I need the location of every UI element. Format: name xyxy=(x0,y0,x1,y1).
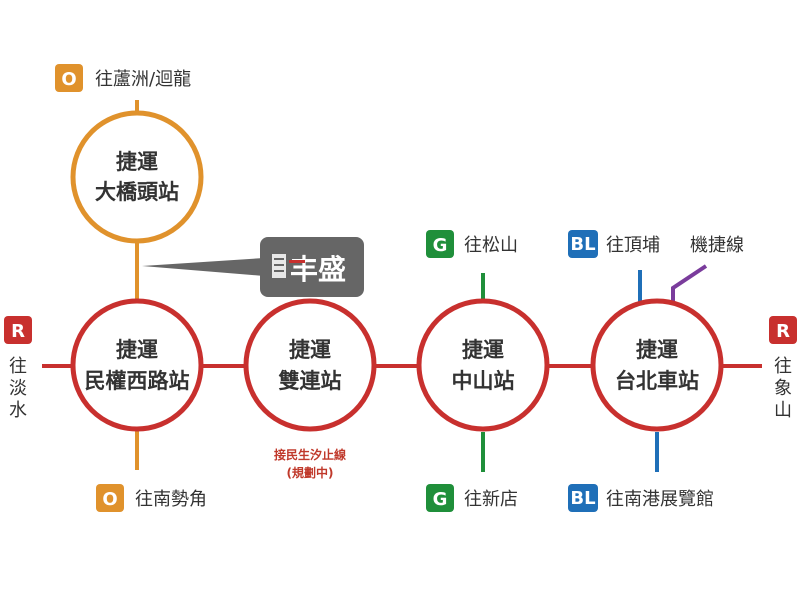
direction-orange-bottom-label: 往南勢角 xyxy=(135,489,207,510)
station-shuanglian-line2: 雙連站 xyxy=(279,369,342,393)
direction-red-left[interactable]: R 往 淡 水 xyxy=(4,316,32,421)
direction-red-left-char3: 水 xyxy=(9,400,27,421)
landmark-name: 丰盛 xyxy=(290,253,346,286)
station-minquan[interactable]: 捷運 民權西路站 xyxy=(70,298,204,432)
direction-red-right-char1: 往 xyxy=(774,356,792,377)
note-line2: (規劃中) xyxy=(287,465,334,480)
direction-blue-bottom-label: 往南港展覽館 xyxy=(606,489,714,510)
blue-badge-icon: BL xyxy=(570,488,595,509)
orange-badge-icon: O xyxy=(102,489,117,510)
direction-red-left-char1: 往 xyxy=(9,356,27,377)
hotel-logo-icon xyxy=(272,254,286,278)
station-zhongshan-line1: 捷運 xyxy=(462,338,504,362)
direction-green-top[interactable]: G 往松山 xyxy=(426,230,518,258)
station-daqiaotou[interactable]: 捷運 大橋頭站 xyxy=(70,110,204,244)
direction-green-bottom[interactable]: G 往新店 xyxy=(426,484,518,512)
direction-blue-top-label: 往頂埔 xyxy=(606,235,660,256)
station-taipei-main-line2: 台北車站 xyxy=(615,369,699,393)
direction-red-right-char3: 山 xyxy=(774,400,792,421)
direction-red-right-char2: 象 xyxy=(774,378,792,399)
direction-orange-top-label: 往蘆洲/迴龍 xyxy=(95,69,191,90)
airport-line xyxy=(671,264,708,303)
note-line1: 接民生汐止線 xyxy=(274,447,346,462)
airport-line-label[interactable]: 機捷線 xyxy=(690,235,744,256)
direction-green-bottom-label: 往新店 xyxy=(464,489,518,510)
station-minquan-line1: 捷運 xyxy=(116,338,158,362)
direction-blue-bottom[interactable]: BL 往南港展覽館 xyxy=(568,484,714,512)
station-shuanglian[interactable]: 捷運 雙連站 xyxy=(243,298,377,432)
orange-badge-icon: O xyxy=(61,69,76,90)
direction-blue-top[interactable]: BL 往頂埔 xyxy=(568,230,660,258)
landmark-accent xyxy=(289,260,305,263)
red-badge-icon: R xyxy=(11,321,25,342)
blue-badge-icon: BL xyxy=(570,234,595,255)
station-zhongshan[interactable]: 捷運 中山站 xyxy=(416,298,550,432)
red-badge-icon: R xyxy=(776,321,790,342)
direction-red-right[interactable]: R 往 象 山 xyxy=(769,316,797,421)
station-shuanglian-line1: 捷運 xyxy=(289,338,331,362)
green-badge-icon: G xyxy=(433,235,448,256)
landmark-box[interactable] xyxy=(260,237,364,297)
direction-orange-bottom[interactable]: O 往南勢角 xyxy=(96,484,207,512)
direction-green-top-label: 往松山 xyxy=(464,235,518,256)
station-daqiaotou-line2: 大橋頭站 xyxy=(95,180,179,204)
station-taipei-main-line1: 捷運 xyxy=(636,338,678,362)
station-zhongshan-line2: 中山站 xyxy=(452,369,515,393)
direction-orange-top[interactable]: O 往蘆洲/迴龍 xyxy=(55,64,191,92)
station-daqiaotou-line1: 捷運 xyxy=(116,150,158,174)
landmark-pointer xyxy=(142,258,264,276)
station-minquan-line2: 民權西路站 xyxy=(85,369,190,393)
direction-red-left-char2: 淡 xyxy=(9,378,27,399)
station-taipei-main[interactable]: 捷運 台北車站 xyxy=(590,298,724,432)
green-badge-icon: G xyxy=(433,489,448,510)
